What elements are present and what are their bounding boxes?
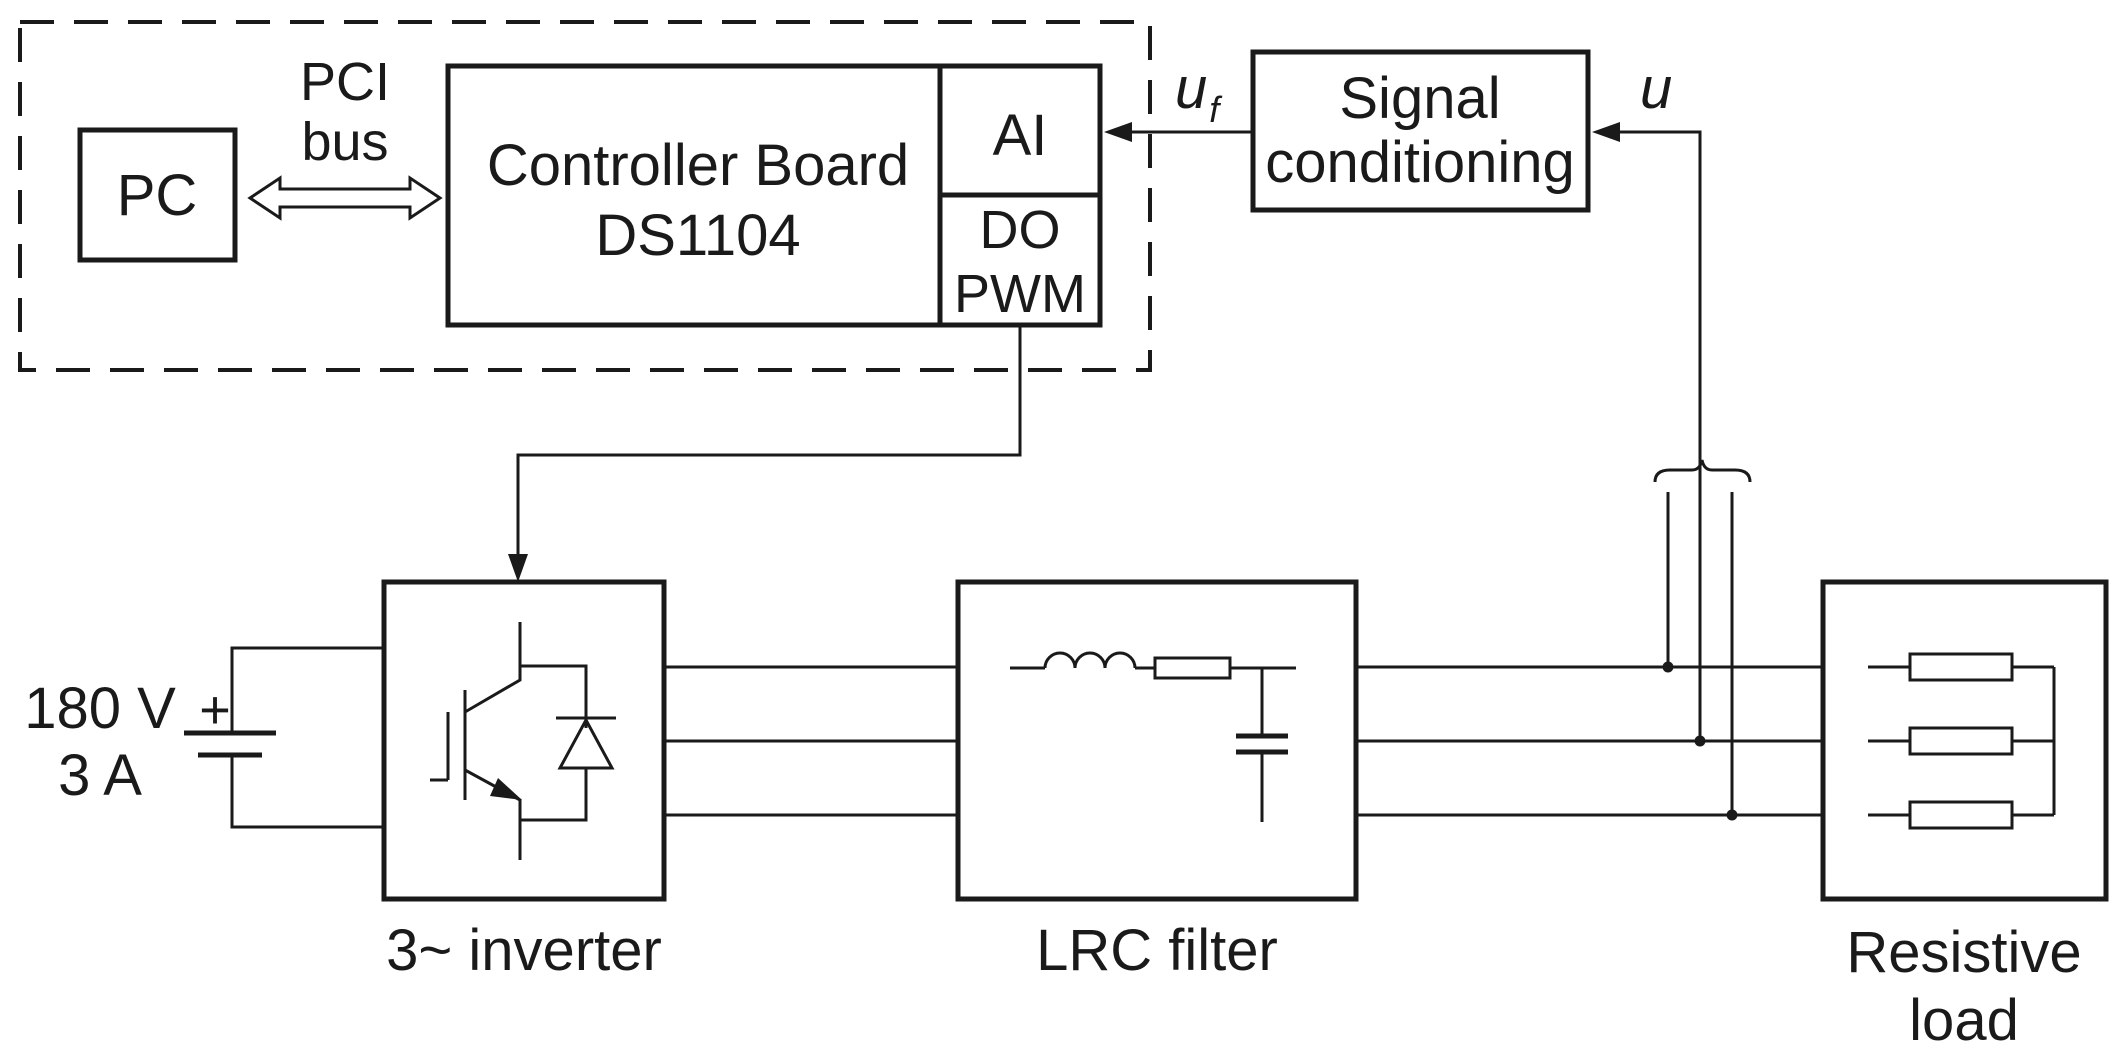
voltage-sensing-taps [1662, 470, 1738, 821]
lrc-filter-block: LRC filter [955, 579, 1359, 983]
uf-feedback-arrow [1104, 122, 1253, 142]
inverter-block: 3~ inverter [381, 579, 667, 983]
pci-bus-arrow [247, 175, 443, 221]
signal-label: Signal [1339, 66, 1500, 131]
source-voltage-label: 180 V [24, 676, 176, 741]
u-symbol: u [1640, 56, 1672, 121]
controller-board: Controller Board DS1104 AI DO PWM [445, 63, 1103, 328]
pwm-port-label: PWM [954, 264, 1086, 324]
resistor-network-icon [1868, 652, 2056, 830]
controller-model: DS1104 [595, 203, 800, 268]
bus-label: bus [301, 112, 388, 172]
load-label-line1: Resistive [1846, 920, 2081, 985]
inverter-label: 3~ inverter [386, 918, 662, 983]
do-port-label: DO [980, 200, 1061, 260]
resistive-load-block: Resistive load [1820, 579, 2109, 1053]
controller-title: Controller Board [487, 133, 909, 198]
lrc-filter-label: LRC filter [1036, 918, 1278, 983]
filter-to-load-lines [1356, 665, 1823, 817]
pc-label: PC [117, 163, 198, 228]
inverter-to-filter-lines [664, 665, 958, 817]
host-boundary-dashed [18, 20, 1152, 372]
u-measurement-line [1592, 122, 1702, 470]
pc-block: PC [77, 127, 238, 263]
uf-symbol: uf [1175, 56, 1223, 130]
dc-source: + 180 V 3 A [24, 646, 384, 829]
pci-label: PCI [300, 52, 390, 112]
pwm-command-line [508, 325, 1022, 582]
source-plus-sign: + [199, 680, 231, 740]
lrc-filter-symbol-icon [1010, 651, 1296, 822]
igbt-symbol-icon [430, 622, 616, 860]
phase-brace [1653, 459, 1752, 483]
load-label-line2: load [1909, 988, 2019, 1053]
signal-conditioning-block: Signal conditioning [1250, 49, 1591, 213]
ai-port-label: AI [993, 103, 1048, 168]
source-current-label: 3 A [58, 743, 142, 808]
conditioning-label: conditioning [1265, 130, 1575, 195]
